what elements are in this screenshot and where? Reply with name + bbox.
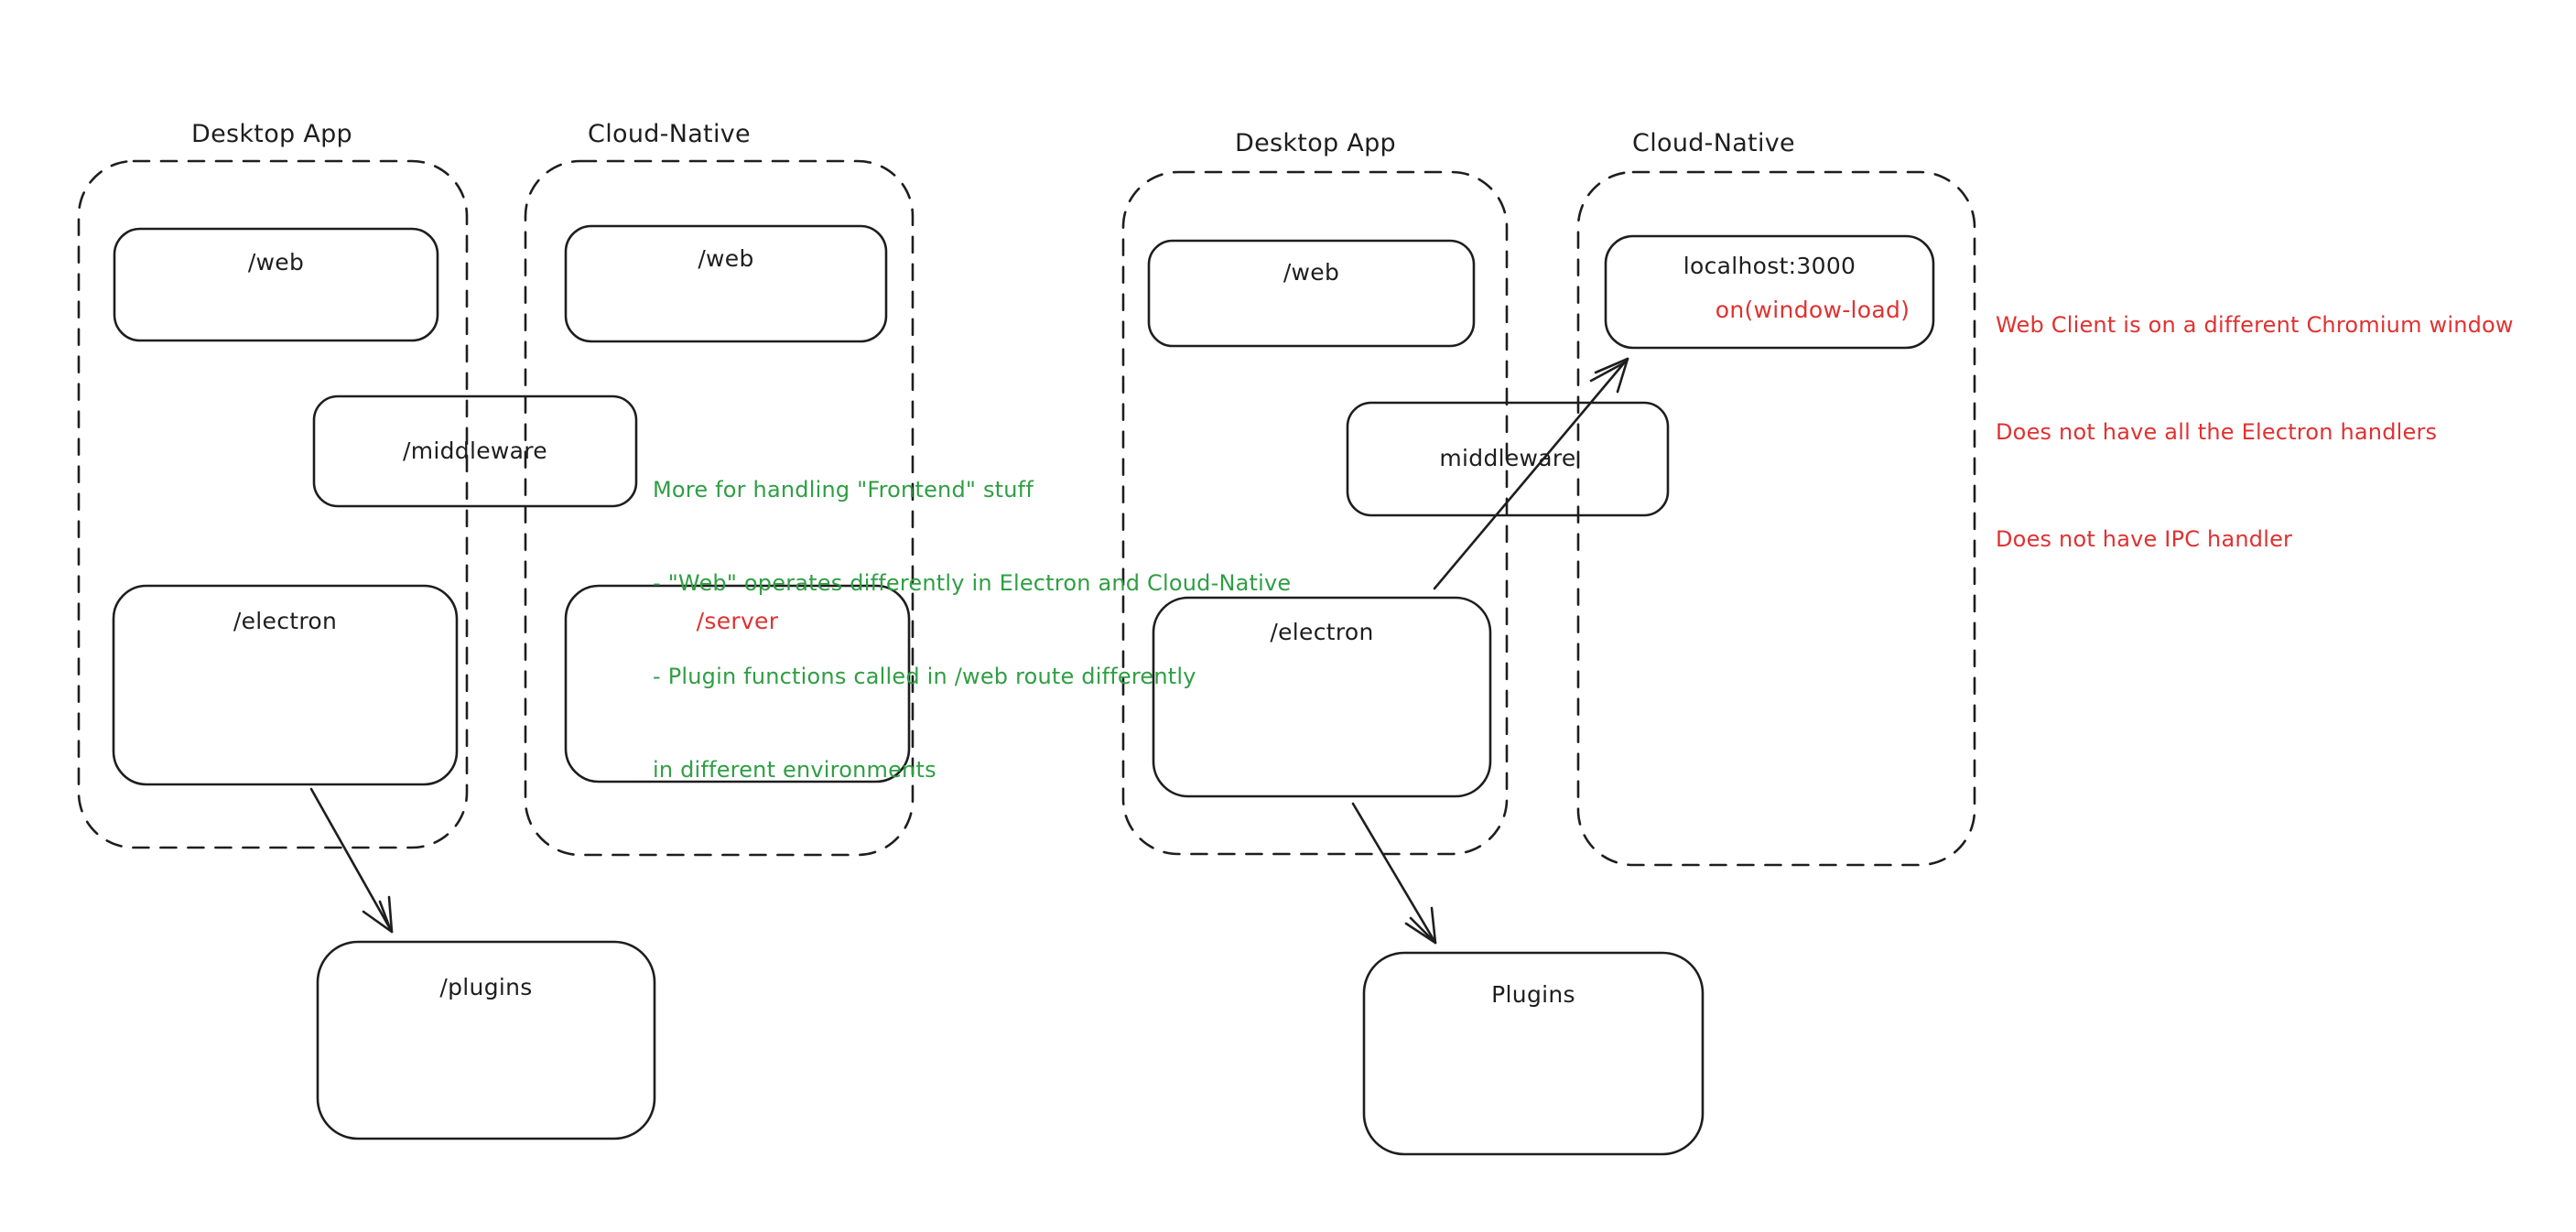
note-line: Web Client is on a different Chromium wi… xyxy=(1996,312,2514,338)
box-label-web-cloud-left: /web xyxy=(698,245,754,272)
box-label-localhost-right: localhost:3000 xyxy=(1683,253,1856,279)
box-label-electron-right: /electron xyxy=(1270,619,1374,645)
container-title-desktop-app-right: Desktop App xyxy=(1235,129,1396,157)
box-localhost-right xyxy=(1604,234,1935,350)
box-middleware-right xyxy=(1346,401,1670,517)
box-plugins-left xyxy=(316,940,656,1140)
note-line: - "Web" operates differently in Electron… xyxy=(653,570,1292,596)
note-line: More for handling "Frontend" stuff xyxy=(653,477,1034,503)
container-cloud-native-left xyxy=(524,159,915,857)
note-line: in different environments xyxy=(653,757,936,783)
arrow-electron-to-plugins-right xyxy=(1351,802,1437,945)
note-line: Does not have all the Electron handlers xyxy=(1996,419,2438,445)
box-web-desktop-right xyxy=(1147,239,1476,348)
container-desktop-app-left xyxy=(77,159,469,849)
box-label-plugins-left: /plugins xyxy=(439,974,533,1000)
box-label-web-desktop-right: /web xyxy=(1283,259,1340,286)
container-title-desktop-app-left: Desktop App xyxy=(191,120,352,148)
container-title-cloud-native-left: Cloud-Native xyxy=(588,120,751,148)
box-label-middleware-right: middleware xyxy=(1439,445,1576,471)
box-web-cloud-left xyxy=(564,224,888,343)
note-webclient-red: Web Client is on a different Chromium wi… xyxy=(1996,236,2514,629)
box-plugins-right xyxy=(1362,951,1705,1156)
box-electron-right xyxy=(1152,596,1492,798)
box-server-left xyxy=(564,584,911,784)
container-title-cloud-native-right: Cloud-Native xyxy=(1632,129,1795,157)
note-line: - Plugin functions called in /web route … xyxy=(653,664,1196,689)
box-label-server-left: /server xyxy=(696,608,779,634)
arrow-electron-to-localhost-right xyxy=(1433,357,1629,590)
box-label-middleware-left: /middleware xyxy=(403,438,547,464)
box-label-plugins-right: Plugins xyxy=(1491,981,1575,1008)
container-cloud-native-right xyxy=(1576,170,1976,867)
box-middleware-left xyxy=(312,394,638,508)
box-electron-left xyxy=(112,584,459,786)
container-desktop-app-right xyxy=(1121,170,1509,856)
box-label-web-desktop-left: /web xyxy=(247,249,305,276)
arrow-electron-to-plugins-left xyxy=(309,787,394,934)
note-line: Does not have IPC handler xyxy=(1996,526,2293,552)
box-label-electron-left: /electron xyxy=(233,608,338,634)
note-frontend-green: More for handling "Frontend" stuff - "We… xyxy=(653,412,1291,848)
box-web-desktop-left xyxy=(113,227,439,342)
box-label-localhost-event-right: on(window-load) xyxy=(1715,297,1910,323)
